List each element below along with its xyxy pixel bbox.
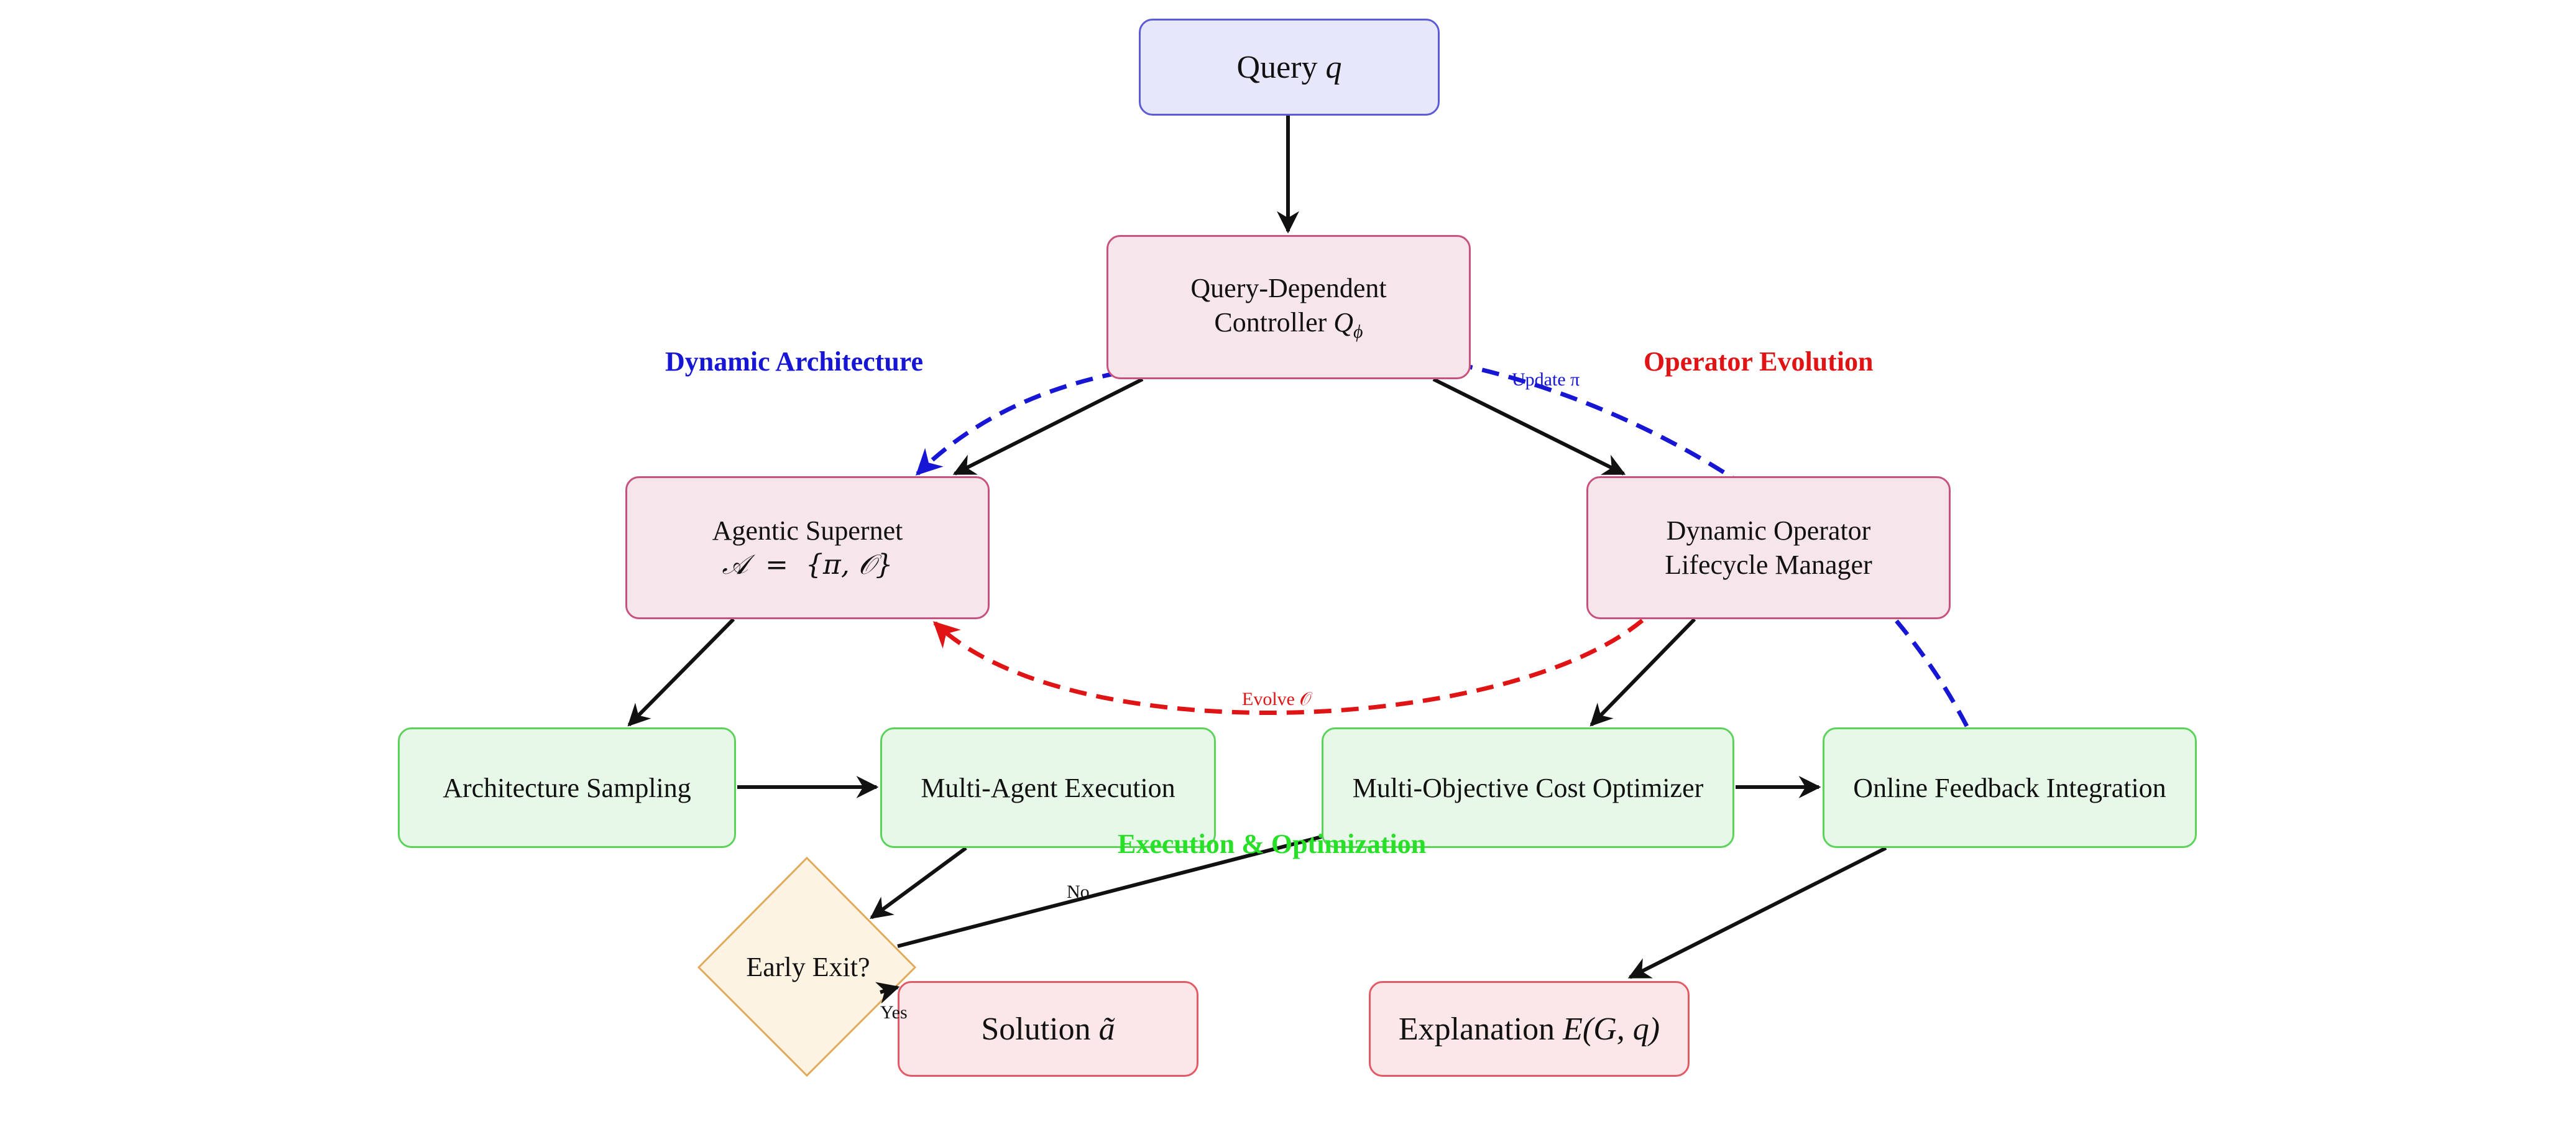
cost-optimizer-node[interactable]: Multi-Objective Cost Optimizer <box>1322 727 1734 848</box>
solution-label: Solution ã <box>981 1011 1115 1047</box>
online-feedback-label: Online Feedback Integration <box>1853 772 2166 803</box>
multi-agent-execution-node[interactable]: Multi-Agent Execution <box>880 727 1216 848</box>
supernet-formula: 𝒜 = {π, 𝒪} <box>722 549 893 581</box>
early-exit-label: Early Exit? <box>746 951 870 982</box>
solution-node[interactable]: Solution ã <box>898 981 1198 1077</box>
online-feedback-node[interactable]: Online Feedback Integration <box>1823 727 2197 848</box>
explanation-node[interactable]: Explanation E(G, q) <box>1369 981 1690 1077</box>
edge-early-exit-no-to-cost-optimizer <box>897 835 1322 948</box>
section-dynamic-architecture: Dynamic Architecture <box>665 346 924 377</box>
edge-online-feedback-to-explanation <box>1627 846 1887 979</box>
edge-operator-manager-to-cost-optimizer <box>1589 617 1696 727</box>
edge-controller-to-operator-manager <box>1432 377 1626 476</box>
multi-agent-execution-label: Multi-Agent Execution <box>921 772 1175 803</box>
edge-controller-to-supernet <box>952 377 1144 476</box>
architecture-sampling-label: Architecture Sampling <box>443 772 691 803</box>
agentic-supernet-node[interactable]: Agentic Supernet 𝒜 = {π, 𝒪} <box>625 476 990 619</box>
update-pi-label: Update π <box>1512 369 1580 390</box>
evolve-o-label: Evolve 𝒪 <box>1242 689 1312 709</box>
query-label: Query q <box>1236 49 1342 85</box>
explanation-label: Explanation E(G, q) <box>1398 1011 1660 1047</box>
supernet-label: Agentic Supernet <box>712 515 903 546</box>
section-operator-evolution: Operator Evolution <box>1644 346 1874 377</box>
edge-early-exit-yes-to-solution <box>875 982 900 1004</box>
operator-manager-line1: Dynamic Operator <box>1666 515 1871 546</box>
operator-manager-node[interactable]: Dynamic Operator Lifecycle Manager <box>1586 476 1951 619</box>
controller-label-line1: Query-Dependent <box>1190 272 1387 303</box>
cost-optimizer-label: Multi-Objective Cost Optimizer <box>1352 772 1704 803</box>
no-label: No <box>1067 882 1090 902</box>
architecture-sampling-node[interactable]: Architecture Sampling <box>398 727 736 848</box>
operator-manager-line2: Lifecycle Manager <box>1665 550 1872 580</box>
section-execution-optimization: Execution & Optimization <box>1118 829 1427 859</box>
early-exit-diamond[interactable] <box>697 856 917 1077</box>
evolve-o-loop <box>932 619 1644 716</box>
yes-label: Yes <box>880 1002 908 1023</box>
edge-supernet-to-arch-sampling <box>627 617 735 727</box>
edge-multi-agent-to-early-exit <box>870 846 967 919</box>
query-node[interactable]: Query q <box>1139 19 1440 116</box>
controller-node[interactable]: Query-Dependent Controller Qϕ <box>1106 235 1471 379</box>
controller-label-line2: Controller Qϕ <box>1214 306 1363 342</box>
